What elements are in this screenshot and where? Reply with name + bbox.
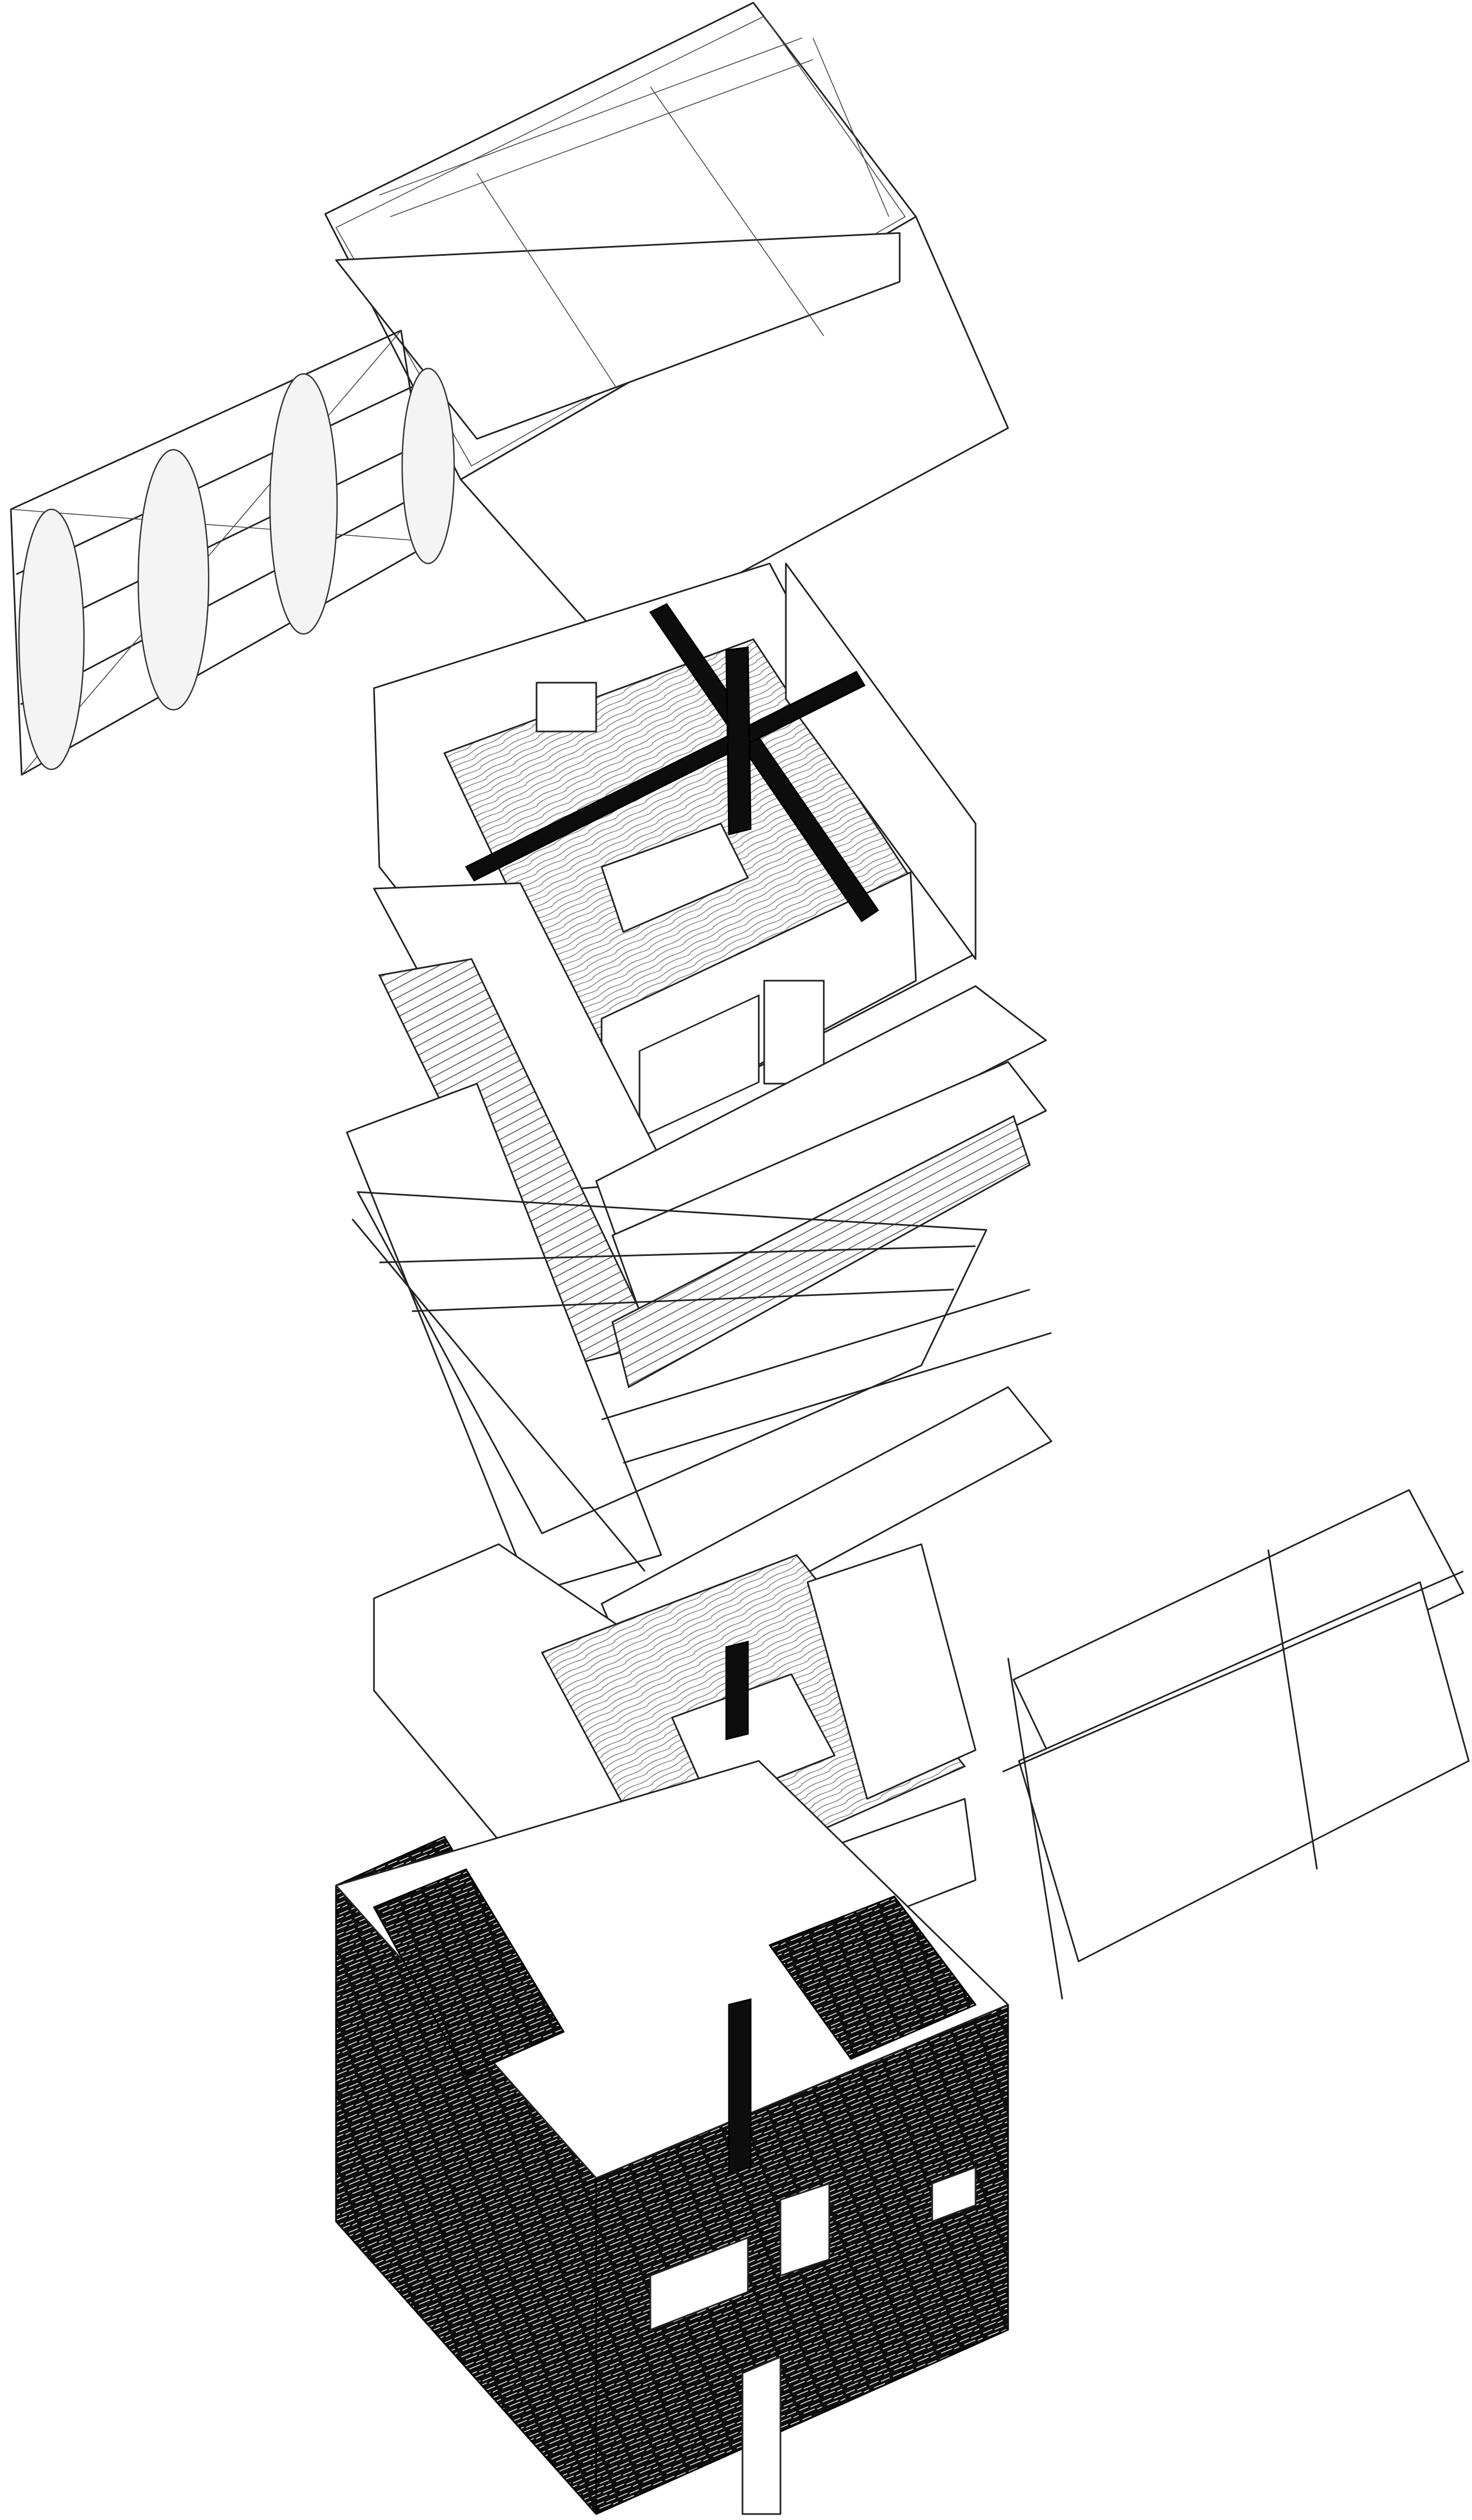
- stone-column-3: [269, 373, 338, 635]
- stone-column-1: [18, 508, 85, 770]
- upper-desk: [535, 682, 597, 733]
- brick-infill-left: [373, 1868, 565, 2076]
- stone-column-4: [401, 367, 455, 565]
- upper-table: [601, 822, 749, 933]
- ground-table: [671, 1673, 836, 1805]
- door-opening: [741, 2356, 782, 2515]
- floor-board-2: [611, 1061, 1047, 1312]
- steel-cross-beams: [464, 603, 880, 923]
- ground-stair: [806, 1543, 977, 1800]
- stone-column-2: [137, 449, 210, 711]
- brick-top-opening: [335, 1760, 1009, 2179]
- floor-slats-right: [611, 1115, 1031, 1389]
- window-center: [779, 2182, 830, 2277]
- window-left: [649, 2237, 749, 2331]
- upper-right-wall: [785, 562, 977, 960]
- pergola-panel-lower: [1018, 1581, 1470, 1962]
- brick-ground-level: [335, 1760, 1009, 2515]
- brick-infill-right: [769, 1895, 977, 2060]
- roof-assembly: [324, 2, 1009, 646]
- window-right: [931, 2166, 977, 2223]
- upper-shelf-unit: [638, 994, 760, 1139]
- steel-column-base: [728, 1998, 752, 2174]
- stone-gabion-screen: [10, 329, 455, 776]
- beam-diagonal-2: [464, 671, 866, 882]
- pergola-frame: [1002, 1489, 1470, 2000]
- beam-diagonal-1: [649, 603, 880, 923]
- joist-frame-left: [346, 1083, 662, 1594]
- steel-column-ground: [725, 1641, 749, 1740]
- steel-column-upper: [725, 646, 752, 835]
- floor-board-1: [595, 985, 1047, 1258]
